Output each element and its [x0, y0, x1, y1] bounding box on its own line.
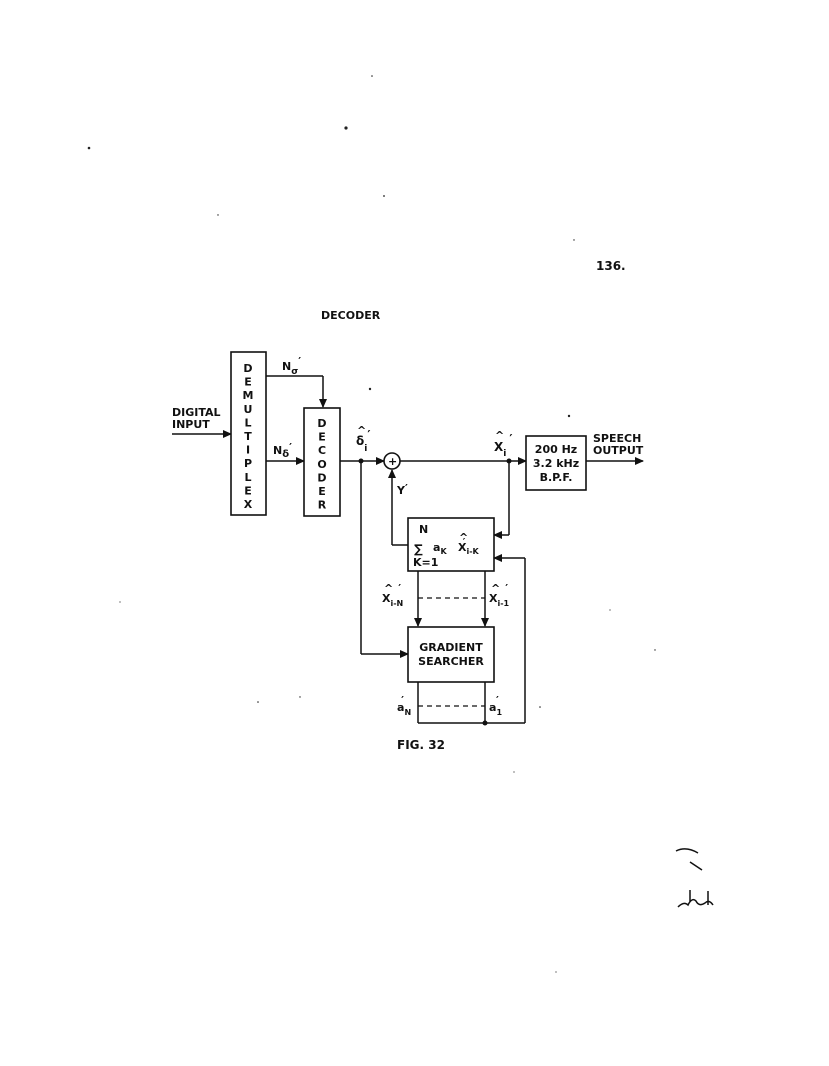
bpf-line-3: B.P.F. — [540, 471, 573, 484]
x-i-minus-1-hat: ^′ — [491, 582, 508, 595]
x-i-minus-n-label: Xi-N — [382, 592, 403, 608]
demultiplex-letter: I — [246, 444, 250, 457]
coefficient-junction-dot — [482, 720, 488, 726]
x-i-minus-n-hat: ^′ — [384, 582, 401, 595]
decoder-letter: D — [317, 471, 326, 484]
demultiplex-letter: M — [243, 389, 254, 402]
gradient-searcher-line-1: GRADIENT — [419, 641, 483, 654]
predictor-x-hat: ^ — [459, 531, 468, 544]
x-i-label: Xi′ — [494, 432, 513, 459]
decoder-letter: E — [318, 431, 326, 444]
y-label: Y′ — [396, 482, 408, 497]
n-delta-label: Nδ′ — [273, 441, 292, 460]
demultiplex-letter: P — [244, 457, 252, 470]
predictor-block — [407, 517, 495, 572]
gradient-searcher-line-2: SEARCHER — [418, 655, 484, 668]
decoder-letter: D — [317, 417, 326, 430]
decoder-letter: R — [318, 499, 327, 512]
x-i-hat: ^ — [495, 429, 504, 442]
demultiplex-letter: E — [244, 376, 252, 389]
demultiplex-letter: D — [243, 362, 252, 375]
decoder-letters: DECODER — [317, 417, 326, 512]
gradient-searcher-block — [407, 626, 495, 683]
digital-input-label-1: DIGITAL — [172, 406, 221, 419]
decoder-block — [303, 407, 341, 517]
scan-specks — [87, 75, 656, 973]
demultiplex-letter: T — [244, 430, 252, 443]
x-i-minus-1-label: Xi-1 — [489, 592, 510, 608]
predictor-term: Xi-K′ — [458, 537, 480, 556]
page-number: 136. — [596, 259, 626, 273]
a-1-label: a1′ — [489, 694, 502, 717]
decoder-letter: C — [318, 444, 326, 457]
sum-symbol: ∑ — [414, 542, 423, 556]
diagram-title: DECODER — [321, 309, 381, 322]
a-n-label: aN′ — [397, 694, 411, 717]
speech-output-label-1: SPEECH — [593, 432, 641, 445]
handwritten-signature — [675, 848, 714, 908]
bpf-block — [525, 435, 587, 491]
adder-symbol: + — [388, 455, 397, 468]
demultiplex-letter: X — [244, 498, 253, 511]
speech-output-label-2: OUTPUT — [593, 444, 644, 457]
sum-upper-limit: N — [419, 523, 428, 536]
figure-label: FIG. 32 — [397, 738, 445, 752]
delta-i-hat: ^ — [357, 424, 366, 437]
demultiplex-letter: L — [244, 416, 251, 429]
decoder-letter: E — [318, 485, 326, 498]
bpf-line-2: 3.2 kHz — [533, 457, 579, 470]
n-sigma-label: Nσ′ — [282, 355, 301, 377]
digital-input-label-2: INPUT — [172, 418, 210, 431]
predictor-coefficient: aK — [433, 541, 447, 556]
delta-i-label: δi′ — [356, 428, 371, 454]
demultiplex-letter: L — [244, 471, 251, 484]
demultiplex-block — [230, 351, 267, 516]
bpf-line-1: 200 Hz — [535, 443, 577, 456]
decoder-letter: O — [317, 458, 326, 471]
demultiplex-letter: E — [244, 484, 252, 497]
sum-lower-limit: K=1 — [413, 556, 438, 569]
demultiplex-letter: U — [244, 403, 253, 416]
